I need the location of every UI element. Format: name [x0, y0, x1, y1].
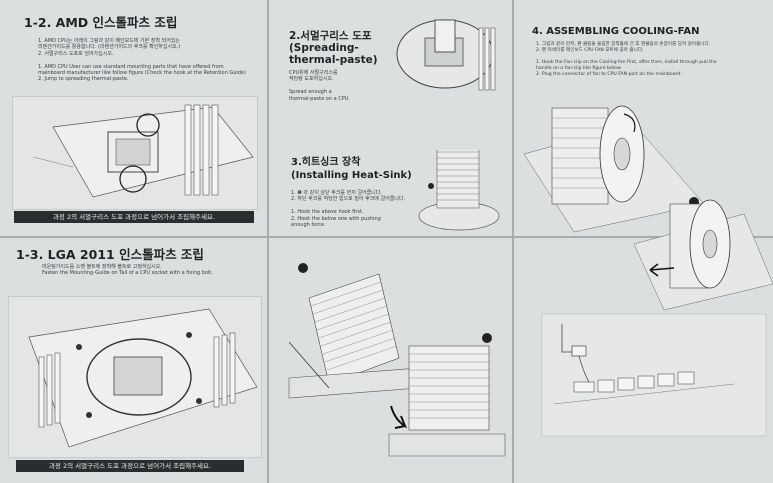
amd-motherboard-illustration	[12, 96, 258, 210]
heatsink-text: 1. ❶ 과 같이 상단 후크를 먼저 걸어줍니다. 2. 하단 후크를 적당한…	[291, 190, 406, 229]
step2-marker	[482, 333, 492, 343]
fold-line-horizontal	[0, 236, 773, 238]
fan-title: 4. ASSEMBLING COOLING-FAN	[532, 26, 700, 37]
lga-banner: 과정 2의 서멀구리스 도포 과정으로 넘어가서 조립해주세요.	[16, 460, 244, 472]
thermal-title: 2.서멀구리스 도포 (Spreading- thermal-paste)	[289, 30, 378, 66]
fold-line-vertical-left	[267, 0, 269, 483]
fan-instructions: 1. 그림과 같이 먼저, 팬 클립을 올림한 장착홀에 건 후 맨클립의 손잡…	[536, 42, 717, 77]
amd-instructions: 1. AMD CPU는 아래의 그림과 같이 메인보드에 기본 장착 되어있는 …	[38, 38, 246, 83]
panel-heatsink-steps	[269, 238, 512, 483]
thermal-text: CPU위에 서멀구리스를 적당량 도포하십시오. Spread enough a…	[289, 70, 350, 102]
amd-title: 1-2. AMD 인스톨파츠 조립	[24, 15, 178, 30]
thermal-paste-illustration	[387, 8, 505, 100]
fold-line-vertical-right	[512, 0, 514, 483]
panel-thermal-paste: 2.서멀구리스 도포 (Spreading- thermal-paste) CP…	[269, 0, 512, 150]
heatsink-steps-illustration	[288, 263, 506, 457]
lga-title: 1-3. LGA 2011 인스톨파츠 조립	[16, 247, 204, 262]
fan-illustration	[523, 105, 773, 437]
panel-cooling-fan: 4. ASSEMBLING COOLING-FAN 1. 그림과 같이 먼저, …	[514, 0, 773, 483]
lga-instructions: 마운팅가이드를 소켓 볼트에 장착해 볼트로 고정하십시오. Fasten th…	[42, 264, 213, 277]
step1-marker	[298, 263, 308, 273]
panel-lga: 1-3. LGA 2011 인스톨파츠 조립 마운팅가이드를 소켓 볼트에 장착…	[0, 238, 267, 483]
panel-amd: 1-2. AMD 인스톨파츠 조립 1. AMD CPU는 아래의 그림과 같이…	[0, 0, 267, 236]
heatsink-title: 3.히트싱크 장착 (Installing Heat-Sink)	[291, 157, 412, 181]
lga-motherboard-illustration	[8, 296, 262, 458]
amd-banner: 과정 2의 서멀구리스 도포 과정으로 넘어가서 조립해주세요.	[14, 211, 254, 223]
heatsink-small-illustration	[409, 150, 509, 234]
panel-heatsink-top: 3.히트싱크 장착 (Installing Heat-Sink) 1. ❶ 과 …	[269, 150, 512, 236]
